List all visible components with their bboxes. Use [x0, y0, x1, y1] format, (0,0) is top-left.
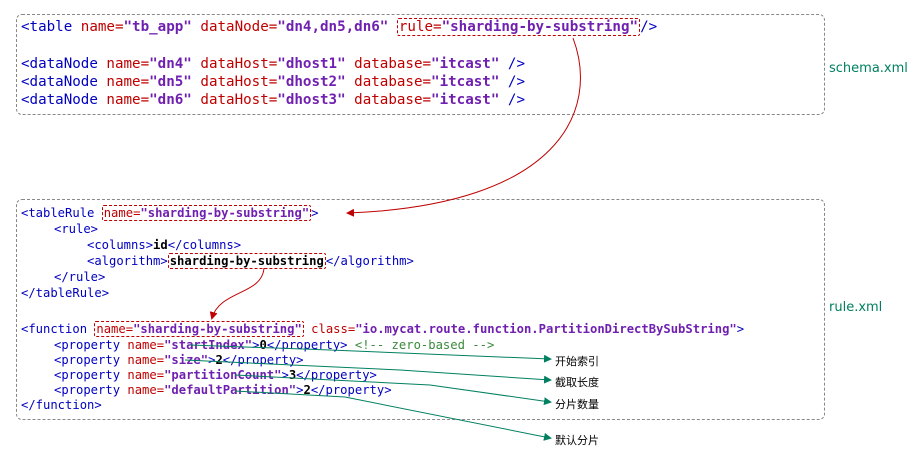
table-open-tag: <table: [21, 19, 81, 35]
tablerule-close-line: </tableRule>: [21, 286, 110, 300]
property-line: <property name="defaultPartition">2</pro…: [54, 383, 392, 397]
schema-rule-highlight: rule="sharding-by-substring": [396, 18, 641, 36]
algorithm-line: <algorithm>sharding-by-substring</algori…: [87, 253, 414, 269]
algorithm-reference-arrow: [209, 267, 265, 320]
rule-xml-label: rule.xml: [829, 300, 883, 315]
schema-table-line: <table name="tb_app" dataNode="dn4,dn5,d…: [21, 18, 658, 36]
rule-reference-arrow: [346, 37, 581, 217]
size-arrow: [184, 359, 552, 384]
note-partition-count: 分片数量: [555, 398, 599, 411]
schema-xml-panel: [16, 14, 825, 115]
table-rule-attr: rule=: [398, 19, 442, 35]
table-name-value: "tb_app": [123, 19, 192, 35]
tablerule-open-line: <tableRule name="sharding-by-substring">: [21, 205, 319, 221]
table-datanode-value: "dn4,dn5,dn6": [277, 19, 389, 35]
function-open-line: <function name="sharding-by-substring" c…: [21, 321, 745, 337]
default-partition-arrow: [234, 390, 552, 441]
table-name-attr: name=: [80, 19, 124, 35]
note-size: 截取长度: [555, 376, 599, 389]
algorithm-highlight: sharding-by-substring: [167, 253, 326, 269]
columns-line: <columns>id</columns>: [87, 238, 242, 252]
partition-count-arrow: [234, 374, 552, 406]
function-close-line: </function>: [21, 398, 102, 412]
note-default-partition: 默认分片: [555, 434, 599, 447]
note-start-index: 开始索引: [555, 355, 599, 368]
table-rule-value: "sharding-by-substring": [441, 19, 639, 35]
datanode-line: <dataNode name="dn6" dataHost="dhost3" d…: [21, 92, 526, 108]
rule-open-line: <rule>: [54, 222, 99, 236]
datanode-line: <dataNode name="dn4" dataHost="dhost1" d…: [21, 56, 526, 72]
start-index-arrow: [189, 344, 552, 363]
datanode-line: <dataNode name="dn5" dataHost="dhost2" d…: [21, 74, 526, 90]
table-datanode-attr: dataNode=: [191, 19, 278, 35]
property-line: <property name="size">2</property>: [54, 353, 304, 367]
schema-xml-label: schema.xml: [829, 61, 908, 76]
rule-xml-panel: [16, 199, 825, 420]
property-line: <property name="partitionCount">3</prope…: [54, 368, 377, 382]
zero-based-comment: <!-- zero-based -->: [347, 338, 495, 352]
tablerule-name-highlight: name="sharding-by-substring": [101, 205, 312, 221]
table-close-tag: />: [640, 19, 658, 35]
function-name-highlight: name="sharding-by-substring": [94, 321, 304, 337]
rule-close-line: </rule>: [54, 270, 106, 284]
